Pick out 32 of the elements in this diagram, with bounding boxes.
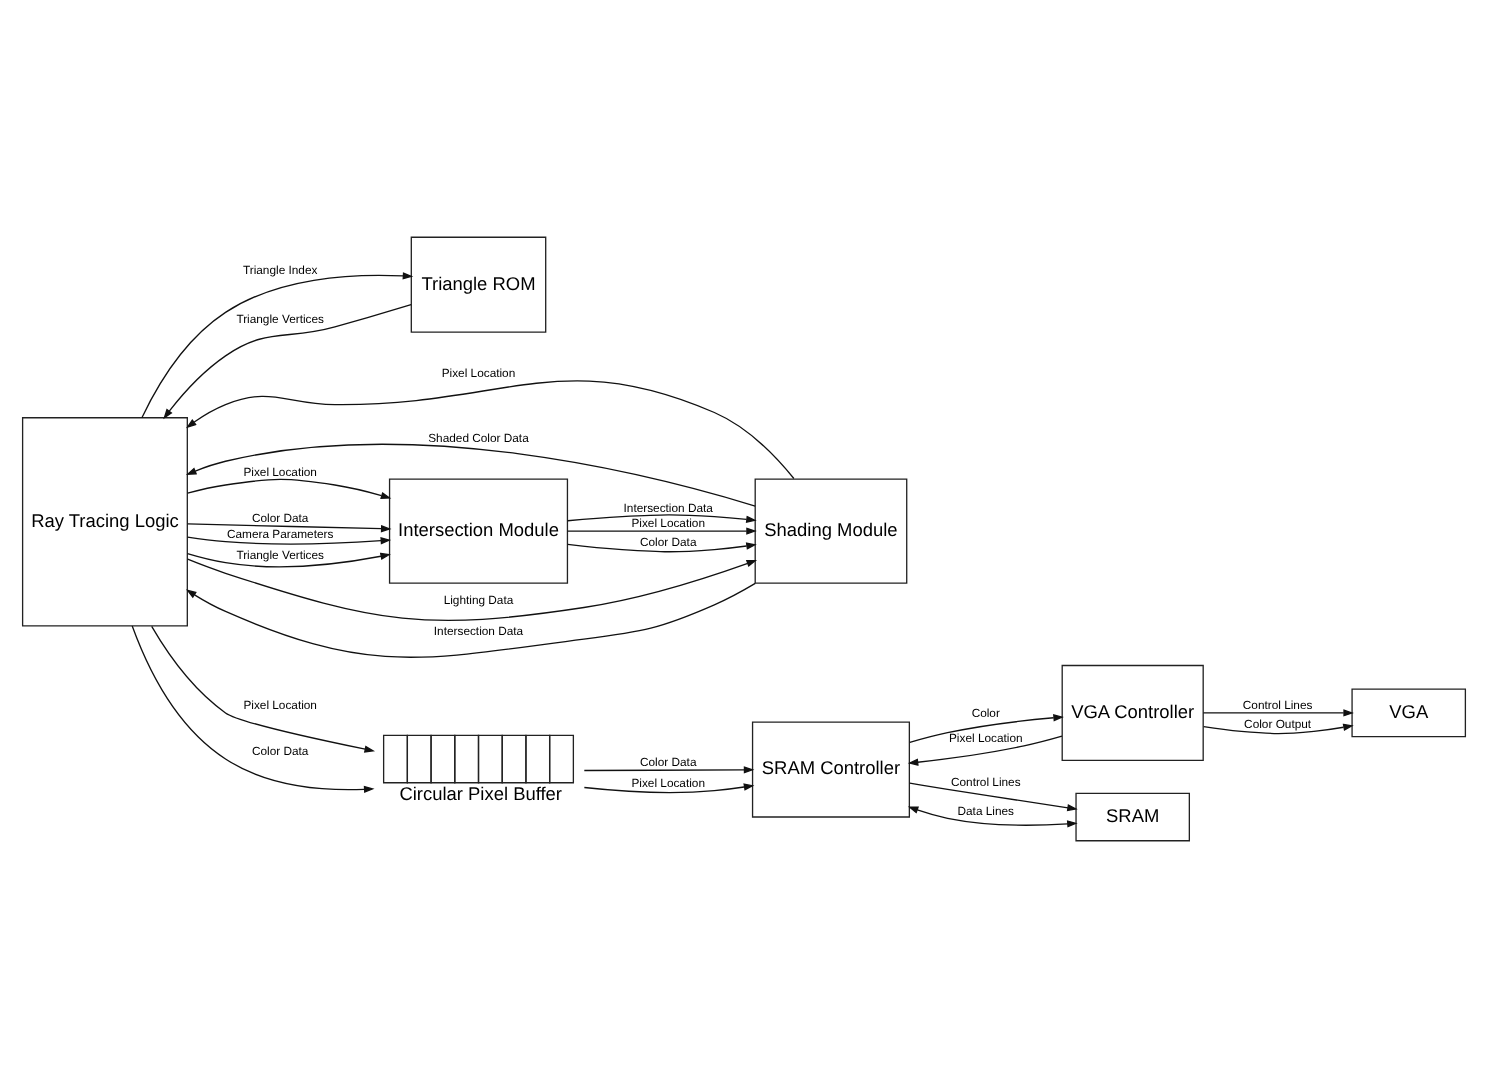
node-box: VGA Controller — [1061, 663, 1204, 760]
node-box: VGA — [1351, 687, 1467, 737]
arrow — [187, 557, 758, 621]
node-box: SRAM — [1075, 791, 1190, 841]
arrow — [567, 541, 757, 552]
arrow — [909, 781, 1078, 811]
arrow — [907, 805, 1078, 827]
arrow — [186, 535, 392, 544]
arrow — [1202, 708, 1354, 716]
arrow — [185, 379, 795, 479]
arrow — [583, 765, 755, 773]
arrow — [909, 713, 1064, 743]
arrow — [131, 624, 375, 792]
node-box: Intersection Module — [388, 477, 569, 583]
arrow — [185, 442, 756, 506]
arrow — [583, 782, 755, 793]
arrow — [187, 522, 392, 532]
node-label: Circular Pixel Buffer — [399, 783, 563, 804]
arrow — [151, 624, 375, 752]
arrow — [186, 551, 391, 567]
arrow — [567, 513, 757, 523]
arrow — [567, 526, 757, 534]
node-box: SRAM Controller — [751, 720, 910, 817]
arrow — [1203, 722, 1354, 734]
node-box: Ray Tracing Logic — [21, 416, 188, 626]
node-box: Triangle ROM — [410, 235, 547, 332]
arrow — [163, 303, 412, 419]
arrow — [185, 581, 756, 657]
node-box: Shading Module — [754, 477, 908, 583]
arrow — [186, 477, 392, 499]
arrow — [141, 271, 414, 418]
arrow — [907, 734, 1063, 765]
